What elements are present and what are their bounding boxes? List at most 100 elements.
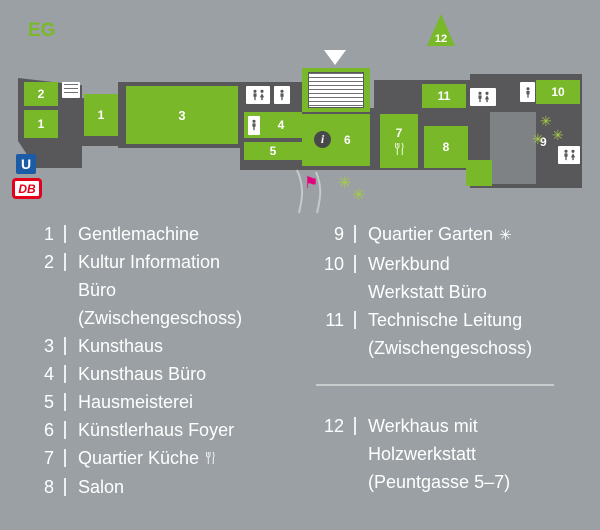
legend-number: 6 xyxy=(43,420,54,440)
man-pictogram xyxy=(252,89,257,101)
legend-separator xyxy=(354,311,356,329)
legend-separator xyxy=(64,393,66,411)
tree-icon: ✳ xyxy=(499,227,512,244)
man-pictogram xyxy=(563,149,568,161)
stairs-icon xyxy=(62,82,80,98)
flag-icon: ⚑ xyxy=(304,175,319,192)
room-3-kunsthaus: 3 xyxy=(126,86,238,144)
legend-item-6: 6 Künstlerhaus Foyer xyxy=(28,416,298,444)
floorplan-map: EG 2 1 1 3 4 5 i 6 7 xyxy=(0,0,600,215)
room-2-number: 2 xyxy=(37,87,45,101)
room-2: 2 xyxy=(24,82,58,106)
woman-pictogram xyxy=(484,91,489,103)
wc-icon xyxy=(470,88,496,106)
man-pictogram xyxy=(525,86,530,98)
floor-label: EG xyxy=(28,20,56,41)
room-10-number: 10 xyxy=(551,85,565,99)
legend-item-9: 9 Quartier Garten ✳ xyxy=(316,220,586,250)
legend-text: Kunsthaus xyxy=(78,336,164,356)
legend-number: 12 xyxy=(323,416,344,436)
man-pictogram xyxy=(252,119,256,131)
legend-item-5: 5 Hausmeisterei xyxy=(28,388,298,416)
legend-text: Werkstatt Büro xyxy=(368,282,487,302)
entrance-arrow-icon xyxy=(324,50,346,65)
room-9-number: 9 xyxy=(540,135,547,149)
marker-12-label: 12 xyxy=(434,33,448,45)
legend-number: 2 xyxy=(43,252,54,272)
legend-text: Büro xyxy=(78,280,117,300)
legend-text: Werkhaus mit xyxy=(368,416,478,436)
room-8-salon: 8 xyxy=(424,126,468,168)
db-logo: DB xyxy=(12,178,42,199)
wc-icon xyxy=(558,146,580,164)
ubahn-logo: U xyxy=(16,154,36,174)
legend-text: Kunsthaus Büro xyxy=(78,364,207,384)
info-icon: i xyxy=(314,131,331,148)
room-1-number: 1 xyxy=(37,117,45,131)
legend-number: 11 xyxy=(325,310,344,330)
legend-separator xyxy=(354,225,356,243)
fork-knife-icon xyxy=(205,445,215,473)
room-6-foyer: i 6 xyxy=(302,114,370,166)
legend-number: 9 xyxy=(333,224,344,244)
legend-item-1: 1 Gentlemachine xyxy=(28,220,298,248)
legend-text: (Zwischengeschoss) xyxy=(78,308,243,328)
wc-icon xyxy=(246,86,270,104)
legend-right-column: 9 Quartier Garten ✳ 10 Werkbund Werkstatt… xyxy=(316,220,586,496)
tree-icon: ✳ xyxy=(532,131,544,147)
legend-separator xyxy=(354,417,356,435)
legend-text: (Zwischengeschoss) xyxy=(368,338,533,358)
legend-text: Technische Leitung xyxy=(368,310,523,330)
legend-number: 10 xyxy=(323,254,344,274)
legend-item-2: 2 Kultur Information Büro (Zwischengesch… xyxy=(28,248,298,332)
wc-icon xyxy=(248,115,260,135)
legend-separator xyxy=(354,255,356,273)
info-glyph: i xyxy=(320,132,325,146)
room-11-technische-leitung: 11 xyxy=(422,84,466,108)
man-pictogram xyxy=(280,89,284,101)
legend-divider xyxy=(316,384,554,386)
legend-item-10: 10 Werkbund Werkstatt Büro xyxy=(316,250,586,306)
legend-item-3: 3 Kunsthaus xyxy=(28,332,298,360)
room-10-werkbund: 10 xyxy=(536,80,580,104)
legend-text: Quartier Garten xyxy=(368,224,494,244)
pathway-lines xyxy=(296,169,322,214)
legend-separator xyxy=(64,225,66,243)
room-1-main: 1 xyxy=(84,94,118,136)
legend-item-12: 12 Werkhaus mit Holzwerkstatt (Peuntgass… xyxy=(316,412,586,496)
legend-item-8: 8 Salon xyxy=(28,473,298,501)
room-4-kunsthaus-buero: 4 xyxy=(244,112,302,138)
room-3-number: 3 xyxy=(178,107,186,123)
legend-number: 5 xyxy=(43,392,54,412)
elevator-icon xyxy=(274,86,290,104)
legend-separator xyxy=(64,337,66,355)
room-5-hausmeisterei: 5 xyxy=(244,142,302,160)
tree-icon: ✳ xyxy=(338,175,352,192)
legend-text: Salon xyxy=(78,477,125,497)
legend-separator xyxy=(64,253,66,271)
building-east-link xyxy=(466,160,492,186)
legend-text: Künstlerhaus Foyer xyxy=(78,420,235,440)
legend-left-column: 1 Gentlemachine 2 Kultur Information Bür… xyxy=(28,220,298,501)
tree-icon: ✳ xyxy=(552,127,564,143)
legend-separator xyxy=(64,478,66,496)
room-5-number: 5 xyxy=(269,144,277,158)
elevator-icon xyxy=(520,82,535,102)
room-6-number: 6 xyxy=(344,133,351,147)
fork-knife-icon xyxy=(395,142,404,155)
legend-number: 1 xyxy=(43,224,54,244)
legend-item-7: 7 Quartier Küche xyxy=(28,444,298,473)
man-pictogram xyxy=(477,91,482,103)
tree-icon: ✳ xyxy=(540,113,552,129)
room-8-number: 8 xyxy=(442,140,450,154)
legend-text: Quartier Küche xyxy=(78,448,200,468)
legend-text: Holzwerkstatt xyxy=(368,444,477,464)
legend-number: 4 xyxy=(43,364,54,384)
legend-text: Gentlemachine xyxy=(78,224,200,244)
building-east-courtyard xyxy=(490,112,536,184)
legend-number: 3 xyxy=(43,336,54,356)
room-1-number: 1 xyxy=(97,108,105,122)
legend-separator xyxy=(64,449,66,467)
stairs-icon xyxy=(308,72,364,108)
